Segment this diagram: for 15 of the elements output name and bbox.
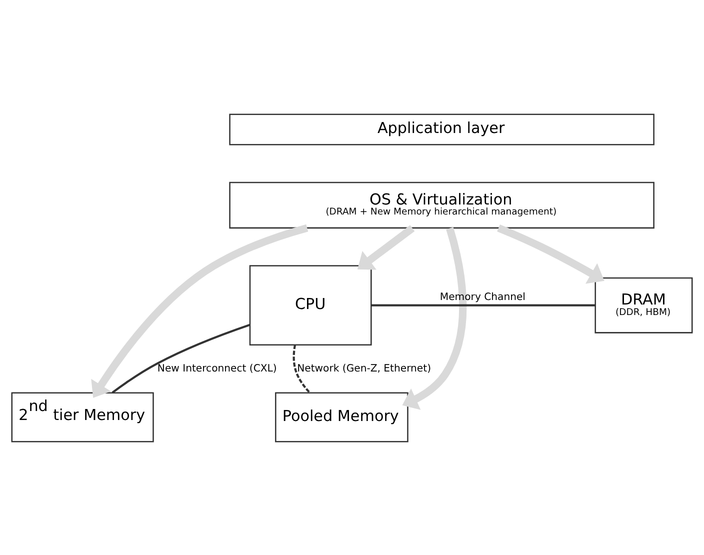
arrow — [497, 224, 604, 284]
arrow — [402, 226, 467, 410]
connector — [371, 304, 596, 306]
connector — [112, 323, 250, 393]
arrow — [91, 224, 308, 398]
edge-label: New Interconnect (CXL) — [157, 362, 277, 374]
node-box: CPU — [249, 264, 372, 346]
edge-label: Network (Gen-Z, Ethernet) — [297, 362, 432, 374]
node-box: Pooled Memory — [275, 392, 408, 442]
connector — [292, 344, 310, 393]
node-box: DRAM (DDR, HBM) — [594, 276, 693, 333]
node-box: Application layer — [229, 113, 654, 145]
edge-label: Memory Channel — [440, 291, 526, 302]
node-box: OS & Virtualization (DRAM + New Memory hierarchical management) — [229, 181, 654, 228]
arrow — [357, 224, 415, 270]
